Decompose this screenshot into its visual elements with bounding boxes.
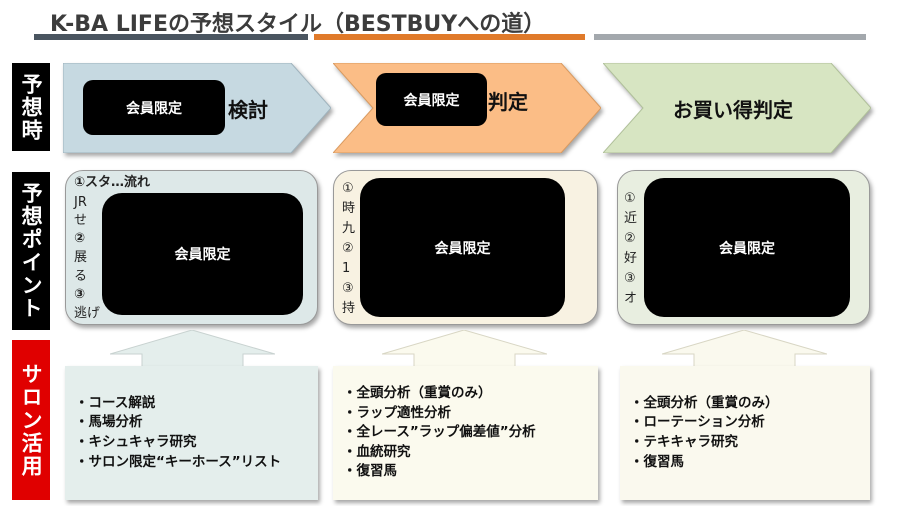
salon-box-2: ・全頭分析（重賞のみ） ・ラップ適性分析 ・全レース”ラップ偏差値”分析 ・血統… (333, 366, 598, 500)
title-underline-dark (34, 34, 308, 40)
salon-item: ・復習馬 (343, 463, 397, 480)
salon-item: ・コース解説 (75, 394, 156, 411)
point-fragment: ③ (74, 287, 86, 302)
step-1-label: 検討 (228, 97, 268, 122)
salon-item: ・ラップ適性分析 (343, 404, 451, 421)
point-fragment: JR (74, 195, 87, 210)
title-underline-gray (594, 34, 866, 40)
point-fragment: せ (74, 213, 88, 228)
row-label-forecast-points: 予想ポイント (12, 172, 50, 330)
point-fragment: 好 (624, 251, 638, 266)
row-label-salon-use: サロン活用 (12, 340, 50, 500)
point-fragment: ② (74, 231, 86, 246)
point-fragment: ①スタ…流れ (74, 175, 151, 190)
salon-item: ・復習馬 (630, 453, 684, 470)
members-only-mask: 会員限定 (360, 178, 565, 317)
up-arrow (661, 329, 828, 368)
members-only-mask: 会員限定 (83, 80, 225, 135)
step-3-chevron: お買い得判定 (601, 62, 872, 154)
point-fragment: ① (624, 191, 636, 206)
salon-item: ・馬場分析 (75, 414, 143, 431)
members-only-mask: 会員限定 (376, 73, 487, 126)
salon-item: ・血統研究 (343, 443, 411, 460)
point-fragment: ② (624, 231, 636, 246)
row-label-forecast-time: 予想時 (12, 63, 50, 151)
point-fragment: 1 (342, 261, 351, 276)
salon-item: ・全レース”ラップ偏差値”分析 (343, 424, 536, 441)
step-3-label: お買い得判定 (673, 97, 793, 122)
salon-item: ・ローテーション分析 (630, 414, 765, 431)
point-fragment: 持 (342, 301, 356, 316)
point-fragment: 九 (342, 221, 356, 236)
salon-item: ・テキキャラ研究 (630, 434, 738, 450)
page-title: K-BA LIFEの予想スタイル（BESTBUYへの道） (50, 12, 546, 37)
point-fragment: ③ (342, 281, 354, 296)
members-only-mask: 会員限定 (644, 178, 850, 317)
point-fragment: 時 (342, 201, 356, 216)
salon-box-3: ・全頭分析（重賞のみ） ・ローテーション分析 ・テキキャラ研究 ・復習馬 (620, 366, 870, 500)
up-arrow (109, 329, 276, 368)
title-underline-orange (314, 34, 585, 40)
salon-item: ・キシュキャラ研究 (75, 434, 197, 450)
point-fragment: 展 (74, 250, 88, 265)
salon-box-1: ・コース解説 ・馬場分析 ・キシュキャラ研究 ・サロン限定“キーホース”リスト (65, 366, 318, 500)
step-2-label: 判定 (488, 89, 528, 114)
point-fragment: オ (624, 291, 638, 306)
salon-item: ・サロン限定“キーホース”リスト (75, 453, 282, 470)
point-fragment: 近 (624, 211, 638, 226)
point-fragment: 逃げ (74, 306, 101, 321)
salon-item: ・全頭分析（重賞のみ） (630, 394, 779, 411)
point-fragment: る (74, 269, 88, 284)
members-only-mask: 会員限定 (102, 193, 303, 315)
point-fragment: ② (342, 241, 354, 256)
point-fragment: ③ (624, 271, 636, 286)
up-arrow (381, 329, 548, 368)
salon-item: ・全頭分析（重賞のみ） (343, 385, 492, 402)
point-fragment: ① (342, 181, 354, 196)
